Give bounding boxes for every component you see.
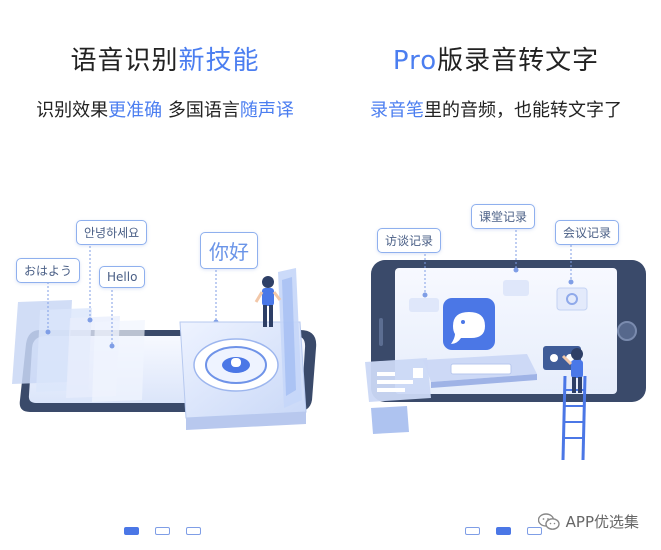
panel-title: 语音识别新技能	[0, 40, 330, 77]
title-highlight: Pro	[392, 46, 438, 76]
bubble-class-notes: 课堂记录	[471, 204, 536, 229]
watermark: APP优选集	[537, 511, 639, 532]
pager-dots	[465, 527, 542, 535]
panel-subtitle: 识别效果更准确 多国语言随声译	[0, 96, 330, 122]
onboarding-panel-speech: 语音识别新技能 识别效果更准确 多国语言随声译	[0, 0, 330, 550]
bubble-interview-notes: 访谈记录	[377, 228, 442, 253]
subtitle-text: 识别效果	[36, 100, 109, 121]
bubble-meeting-notes: 会议记录	[555, 220, 620, 245]
speech-illustration: おはよう 안녕하세요 Hello 你好	[0, 150, 330, 480]
pager-dot[interactable]	[186, 527, 201, 535]
subtitle-highlight: 录音笔	[370, 100, 424, 121]
panel-title: Pro版录音转文字	[331, 40, 661, 77]
subtitle-highlight: 随声译	[239, 100, 294, 121]
pager-dot[interactable]	[124, 527, 139, 535]
pager-dot[interactable]	[496, 527, 511, 535]
subtitle-text: 里的音频，也能转文字了	[424, 100, 622, 121]
title-highlight: 新技能	[178, 46, 260, 76]
pager-dots	[124, 527, 201, 535]
wechat-icon	[537, 512, 560, 530]
bubble-korean: 안녕하세요	[76, 220, 148, 245]
title-text: 语音识别	[70, 46, 179, 76]
phone-scene-graphic	[12, 246, 317, 430]
bubble-chinese: 你好	[200, 232, 258, 269]
panel-subtitle: 录音笔里的音频，也能转文字了	[331, 96, 661, 122]
subtitle-highlight: 更准确	[108, 100, 163, 121]
title-text: 版录音转文字	[437, 46, 600, 76]
pager-dot[interactable]	[465, 527, 480, 535]
pager-dot[interactable]	[155, 527, 170, 535]
phone-landscape-graphic	[365, 230, 646, 461]
subtitle-text: 多国语言	[167, 100, 240, 121]
onboarding-panel-recorder: Pro版录音转文字 录音笔里的音频，也能转文字了	[331, 0, 661, 550]
bubble-japanese: おはよう	[16, 258, 81, 283]
bubble-english: Hello	[99, 266, 146, 288]
recorder-illustration: 访谈记录 课堂记录 会议记录	[331, 150, 661, 480]
watermark-text: APP优选集	[565, 513, 639, 531]
pager-dot[interactable]	[527, 527, 542, 535]
